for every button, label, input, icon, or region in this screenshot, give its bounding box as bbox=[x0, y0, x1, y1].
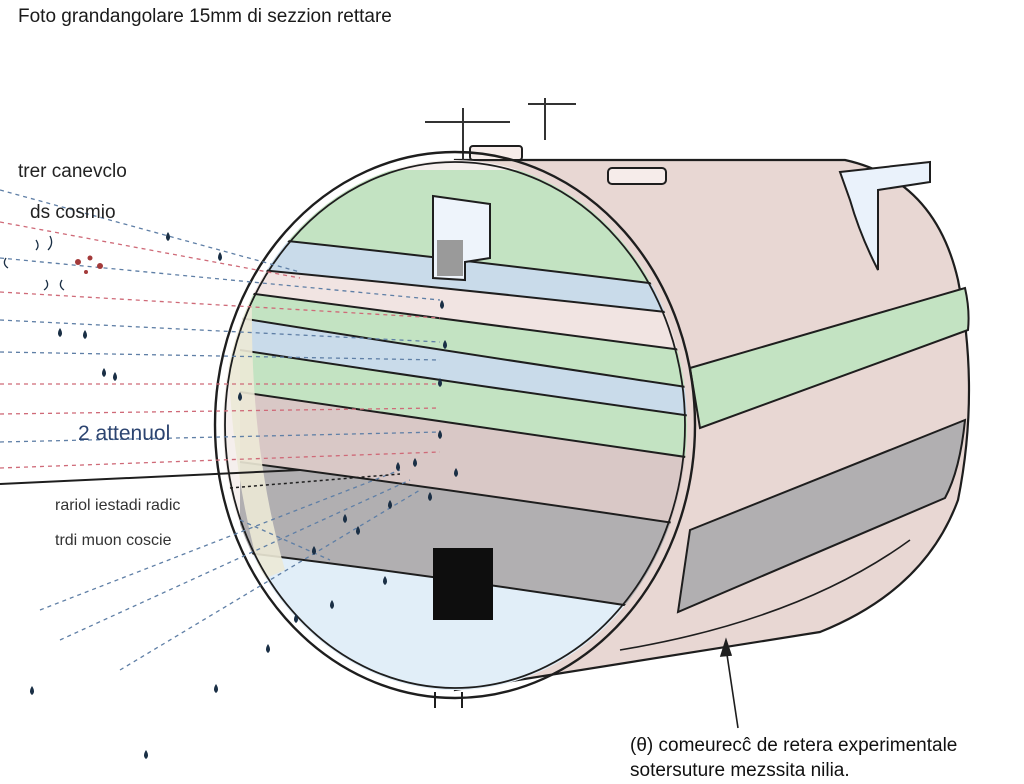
interior-door-panel bbox=[437, 240, 463, 276]
interior-wall-strip bbox=[227, 300, 285, 580]
cross-section-rim-outer bbox=[213, 150, 697, 700]
label-attenuation: 2 attenuol bbox=[78, 422, 170, 445]
exterior-lower-curve bbox=[619, 539, 911, 651]
incident-beam bbox=[0, 469, 301, 485]
particle-glyphs bbox=[3, 235, 65, 291]
roof-antennas bbox=[425, 98, 576, 160]
side-chimney bbox=[838, 160, 931, 271]
layer-blue-upper bbox=[240, 236, 687, 318]
label-residual-line1: rariol iestadi radic bbox=[55, 497, 180, 514]
label-flux-line1: trer canevclo bbox=[18, 161, 127, 182]
diagram-title: Foto grandangolare 15mm di sezzion retta… bbox=[18, 6, 392, 27]
label-residual-line2: trdi muon coscie bbox=[55, 532, 172, 549]
layer-blue-mid bbox=[240, 318, 687, 420]
particle-cluster bbox=[75, 255, 103, 274]
incident-beam bbox=[229, 473, 401, 489]
exterior-green-band bbox=[688, 286, 970, 430]
caption-line1: (θ) comeurecĉ de retera experimentale bbox=[630, 735, 957, 756]
layer-gray bbox=[240, 462, 687, 620]
roof-vent bbox=[607, 167, 667, 185]
detector-block bbox=[433, 548, 493, 620]
caption-leader-arrow bbox=[719, 637, 739, 729]
cross-section-rim-inner bbox=[224, 161, 686, 689]
incoming-rays bbox=[0, 189, 441, 671]
layer-green-lower bbox=[240, 350, 687, 462]
particles bbox=[30, 232, 458, 759]
layer-boundaries bbox=[239, 235, 687, 621]
exterior-gray-band bbox=[676, 418, 967, 614]
layer-pink bbox=[240, 268, 687, 355]
layer-green-mid bbox=[240, 292, 687, 392]
label-flux-line2: ds cosmio bbox=[30, 202, 116, 223]
caption-line2: sotersuture meᴢssita nilia. bbox=[630, 760, 850, 781]
layer-mauve bbox=[240, 392, 687, 530]
